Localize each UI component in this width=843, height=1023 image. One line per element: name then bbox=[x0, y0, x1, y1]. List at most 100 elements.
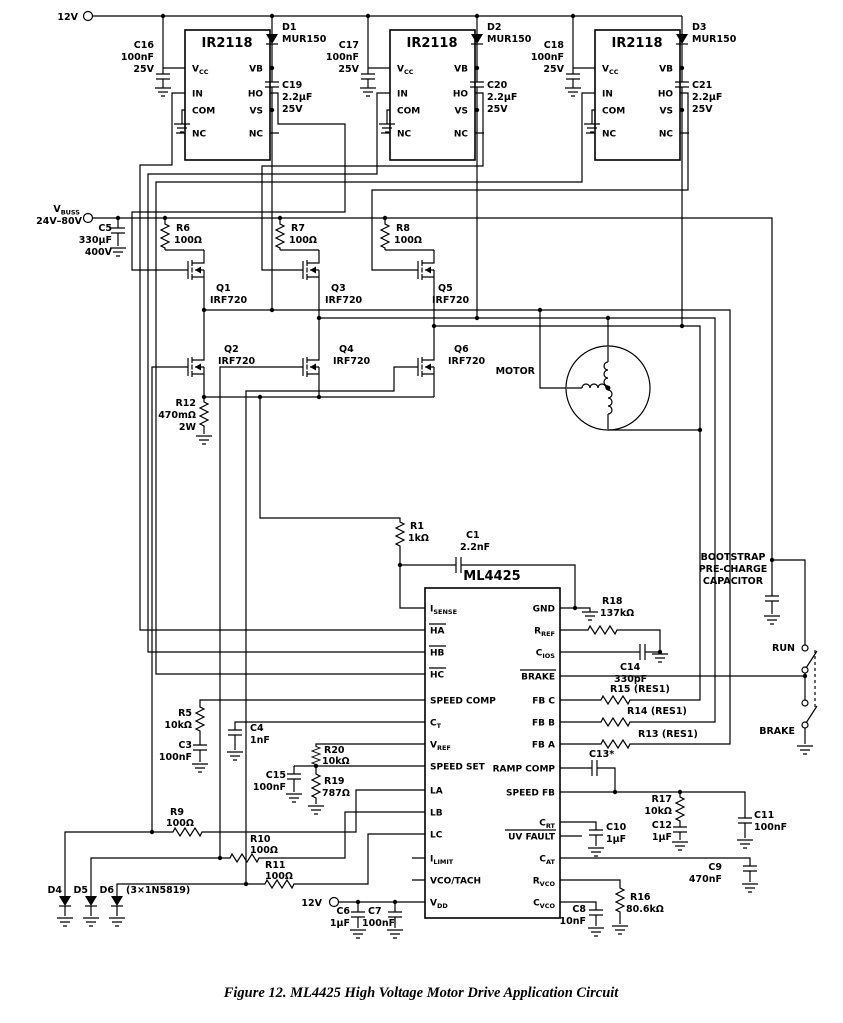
ml4425-pin-rvco: RVCO bbox=[533, 877, 556, 889]
motor-label: MOTOR bbox=[496, 366, 536, 377]
d456-part: (3×1N5819) bbox=[126, 885, 190, 896]
c18-val: 100nF bbox=[531, 52, 564, 63]
ml4425-pin-ha: HA bbox=[430, 627, 445, 637]
c17-val: 100nF bbox=[326, 52, 359, 63]
ml4425-pin-speed-comp: SPEED COMP bbox=[430, 697, 496, 707]
wires-ml4425-left bbox=[64, 366, 425, 928]
d1-ref: D1 bbox=[282, 22, 297, 33]
r19-ref: R19 bbox=[324, 776, 345, 787]
motor-symbol bbox=[565, 345, 651, 431]
c19-ref: C19 bbox=[282, 80, 302, 91]
ir2118-title-3: IR2118 bbox=[611, 36, 662, 51]
ir2118-3-pin-com: COM bbox=[602, 107, 625, 117]
r17-val: 10kΩ bbox=[644, 806, 672, 817]
ml4425-pin-hc: HC bbox=[430, 671, 445, 681]
ir2118-2-pin-nc2: NC bbox=[454, 130, 469, 140]
vbuss-label: VBUSS bbox=[53, 204, 80, 217]
wires-run-brake bbox=[772, 559, 816, 744]
q5-ref: Q5 bbox=[438, 283, 453, 294]
overline-ha-hb-hc bbox=[429, 623, 556, 831]
ml4425-pin-lb: LB bbox=[430, 809, 443, 819]
c5-val: 330µF bbox=[79, 235, 112, 246]
c21-ref: C21 bbox=[692, 80, 712, 91]
c7-ref: C7 bbox=[368, 906, 382, 917]
q2-ref: Q2 bbox=[224, 344, 239, 355]
supply-12v-top-label: 12V bbox=[57, 12, 78, 23]
ml4425-pin-vref: VREF bbox=[430, 741, 451, 753]
c5-volt: 400V bbox=[85, 247, 113, 258]
ir2118-2-pin-ho: HO bbox=[453, 90, 469, 100]
d2-ref: D2 bbox=[487, 22, 502, 33]
ir2118-1-pin-ho: HO bbox=[248, 90, 264, 100]
r6-ref: R6 bbox=[176, 223, 190, 234]
ir2118-2-pin-nc1: NC bbox=[397, 130, 412, 140]
ir2118-title-1: IR2118 bbox=[201, 36, 252, 51]
ir2118-1-pin-nc1: NC bbox=[192, 130, 207, 140]
r11-ref: R11 bbox=[265, 860, 286, 871]
d2-part: MUR150 bbox=[487, 34, 532, 45]
ir2118-1-pin-vs: VS bbox=[250, 107, 263, 117]
r6-val: 100Ω bbox=[174, 235, 202, 246]
r13-label: R13 (RES1) bbox=[638, 729, 698, 740]
d5-ref: D5 bbox=[74, 885, 89, 896]
c18-volt: 25V bbox=[543, 64, 564, 75]
q3-ref: Q3 bbox=[331, 283, 346, 294]
bootstrap-label-1: BOOTSTRAP bbox=[701, 552, 766, 563]
terminal-vbuss bbox=[82, 212, 94, 224]
r14-label: R14 (RES1) bbox=[627, 706, 687, 717]
ml4425-pin-cios: CIOS bbox=[536, 649, 556, 661]
wires-top-drivers bbox=[92, 15, 689, 675]
ml4425-pin-speed-set: SPEED SET bbox=[430, 763, 486, 773]
c21-volt: 25V bbox=[692, 104, 713, 115]
ml4425-pin-ilimit: ILIMIT bbox=[430, 855, 454, 867]
ml4425-pin-ramp-comp: RAMP COMP bbox=[493, 765, 556, 775]
ir2118-1-pin-vb: VB bbox=[249, 65, 263, 75]
c17-volt: 25V bbox=[338, 64, 359, 75]
ir2118-3-pin-in: IN bbox=[602, 90, 613, 100]
d4-ref: D4 bbox=[48, 885, 63, 896]
ir2118-3-pin-nc1: NC bbox=[602, 130, 617, 140]
supply-12v-bottom-label: 12V bbox=[301, 898, 322, 909]
q2-part: IRF720 bbox=[218, 356, 256, 367]
r11-val: 100Ω bbox=[265, 871, 293, 882]
r16-val: 80.6kΩ bbox=[626, 904, 664, 915]
c6-val: 1µF bbox=[330, 918, 350, 929]
q6-part: IRF720 bbox=[448, 356, 486, 367]
c10-ref: C10 bbox=[606, 822, 627, 833]
r19-val: 787Ω bbox=[322, 788, 350, 799]
c5-ref: C5 bbox=[98, 223, 112, 234]
ml4425-pin-la: LA bbox=[430, 787, 443, 797]
labels: 12V VBUSS 24V–80V C5 330µF 400V IR2118 V… bbox=[36, 12, 795, 1001]
ml4425-pin-lc: LC bbox=[430, 831, 443, 841]
terminal-12v-bottom bbox=[328, 896, 340, 908]
c9-val: 470nF bbox=[689, 874, 722, 885]
r12-ref: R12 bbox=[175, 398, 196, 409]
ml4425-pin-ct: CT bbox=[430, 719, 442, 731]
r9-val: 100Ω bbox=[166, 818, 194, 829]
c16-ref: C16 bbox=[134, 40, 155, 51]
c3-ref: C3 bbox=[178, 740, 192, 751]
bootstrap-label-2: PRE-CHARGE bbox=[699, 564, 768, 575]
r18-ref: R18 bbox=[602, 596, 623, 607]
ir2118-3-pin-nc2: NC bbox=[659, 130, 674, 140]
ir2118-1-pin-in: IN bbox=[192, 90, 203, 100]
q3-part: IRF720 bbox=[325, 295, 363, 306]
brake-switch-label: BRAKE bbox=[759, 726, 795, 737]
r8-val: 100Ω bbox=[394, 235, 422, 246]
r12-val: 470mΩ bbox=[158, 410, 196, 421]
ml4425-pin-brake: BRAKE bbox=[521, 673, 555, 683]
ir2118-title-2: IR2118 bbox=[406, 36, 457, 51]
c16-val: 100nF bbox=[121, 52, 154, 63]
d1-part: MUR150 bbox=[282, 34, 327, 45]
r12-pow: 2W bbox=[179, 422, 197, 433]
c10-val: 1µF bbox=[606, 834, 626, 845]
ml4425-title: ML4425 bbox=[463, 569, 520, 584]
ir2118-3-pin-ho: HO bbox=[658, 90, 674, 100]
c1-val: 2.2nF bbox=[460, 542, 490, 553]
ir2118-2-pin-com: COM bbox=[397, 107, 420, 117]
c15-val: 100nF bbox=[253, 782, 286, 793]
q1-ref: Q1 bbox=[216, 283, 231, 294]
d3-part: MUR150 bbox=[692, 34, 737, 45]
